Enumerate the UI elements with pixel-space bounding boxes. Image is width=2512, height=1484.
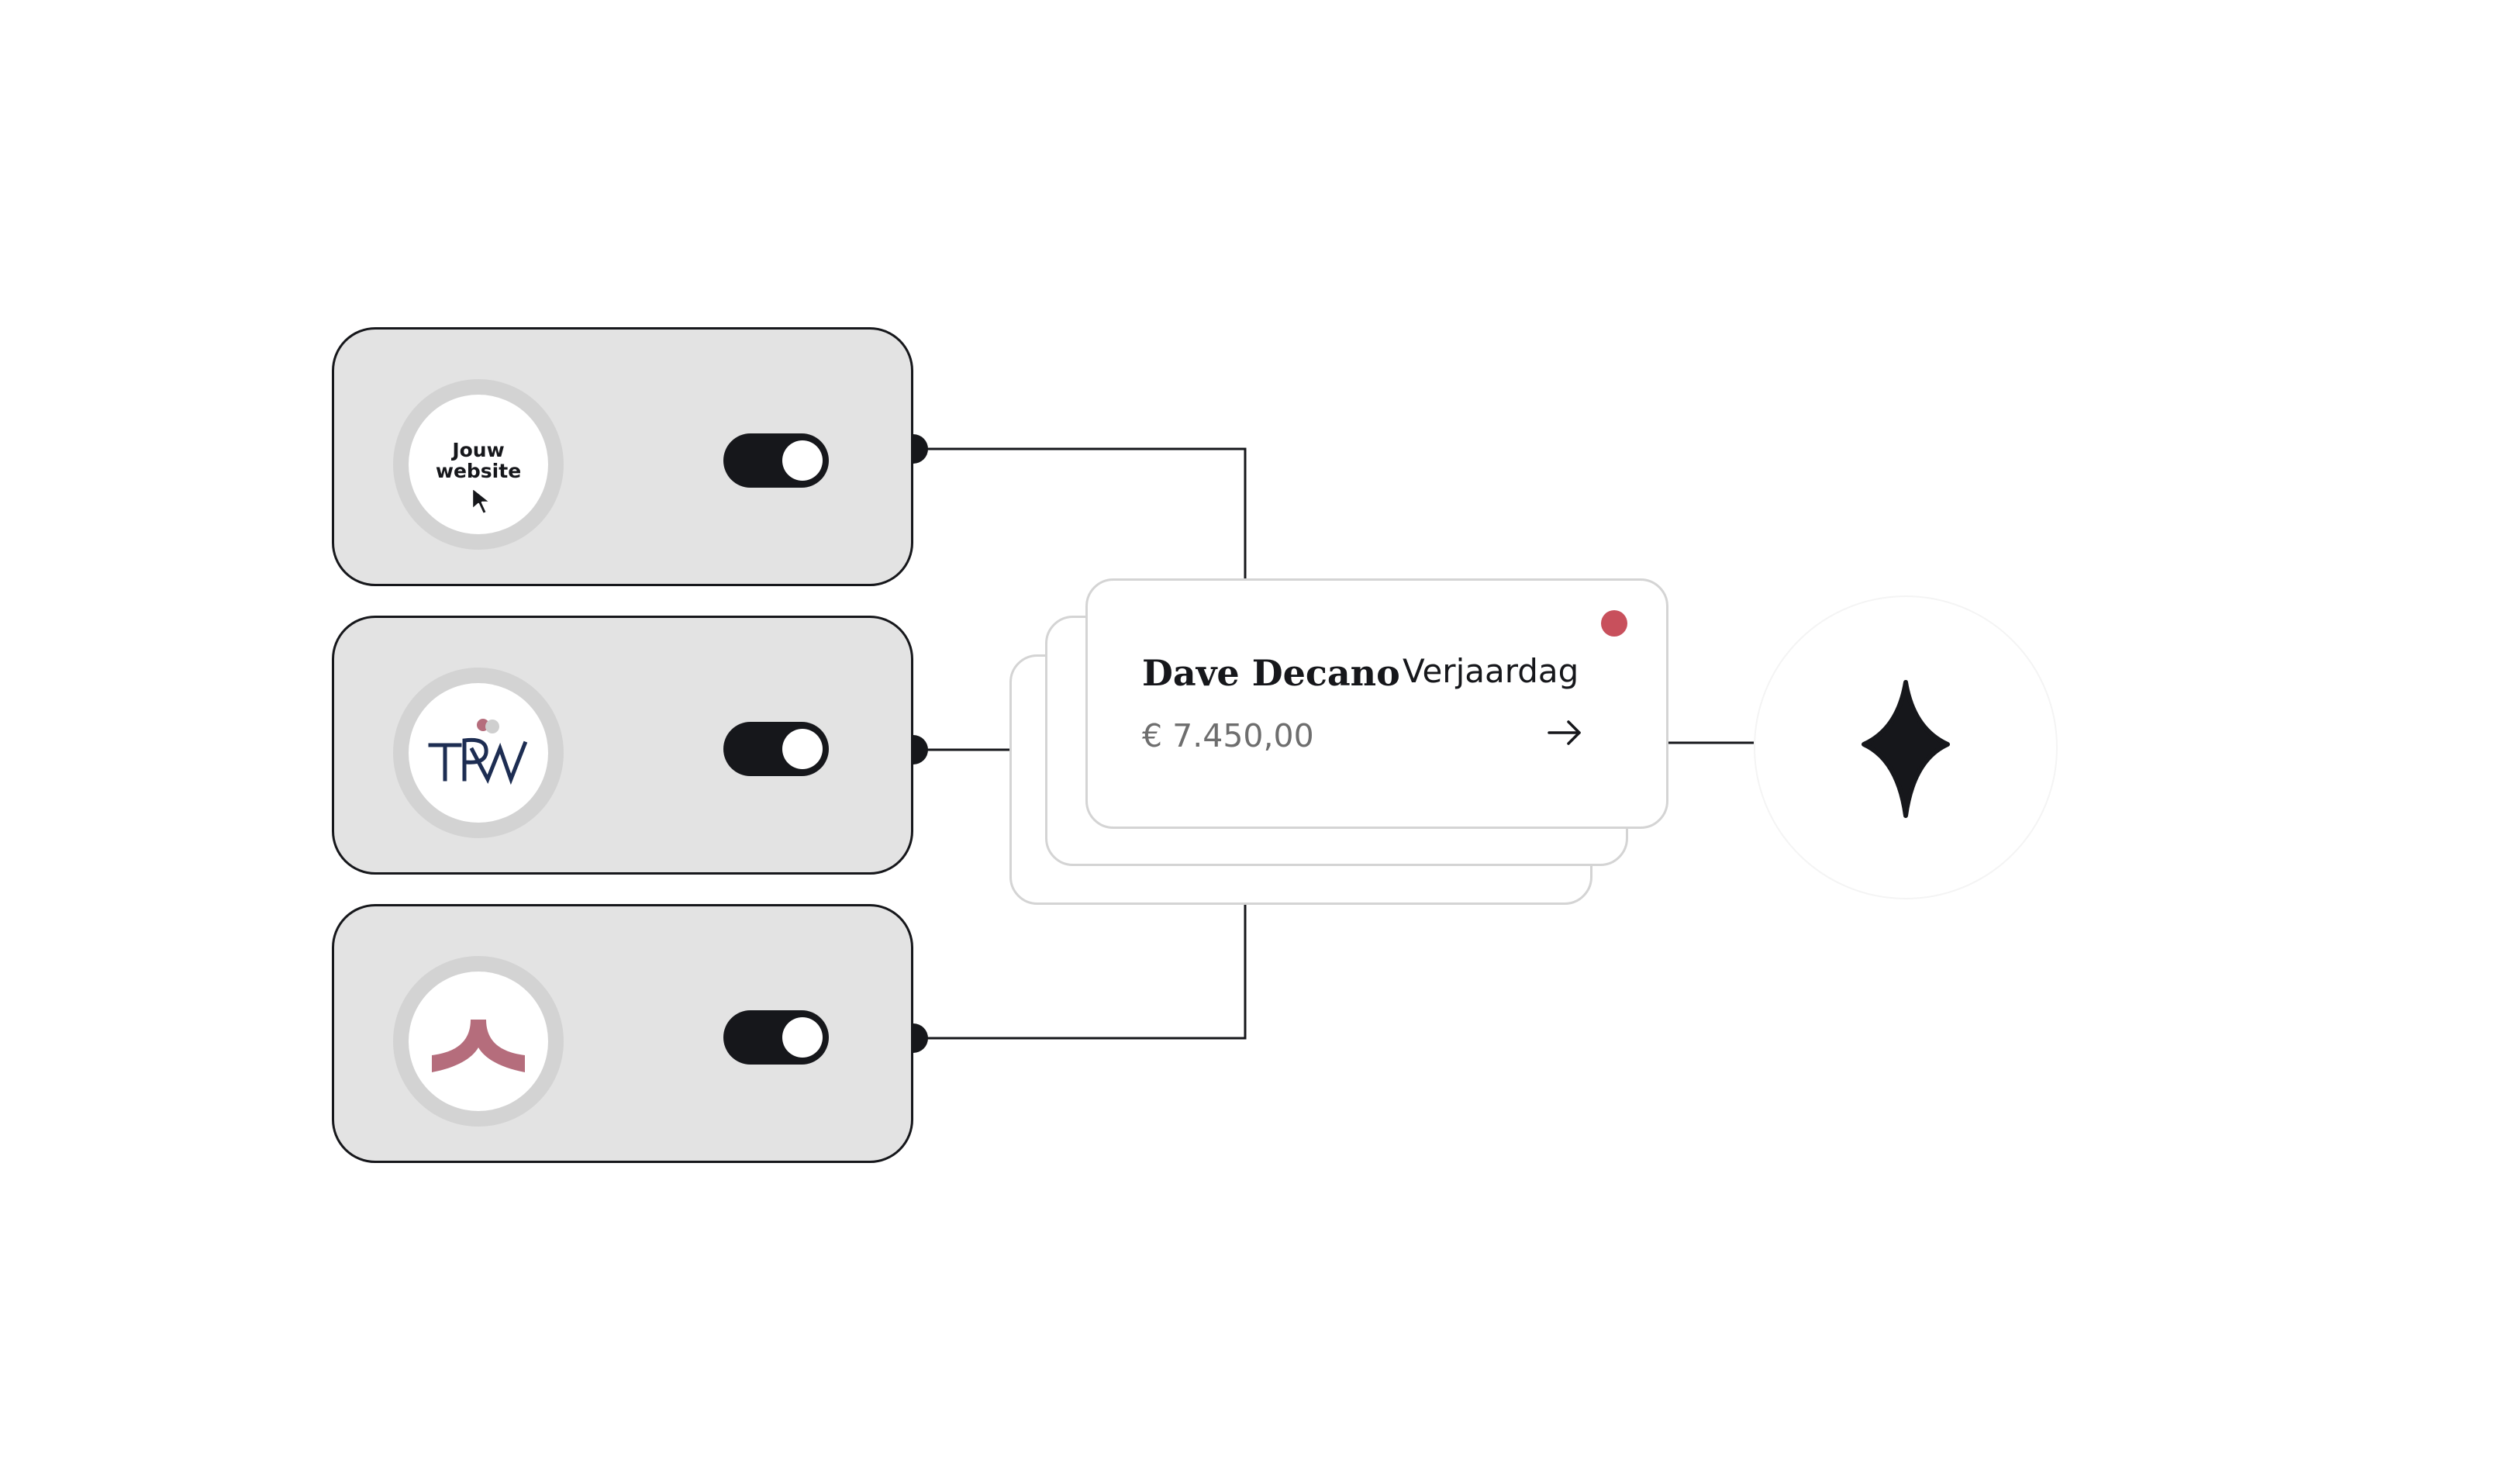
donor-name: Dave Decano xyxy=(1142,652,1400,694)
toggle-knob xyxy=(782,1017,823,1058)
website-logo-line1: Jouw xyxy=(452,439,505,461)
cursor-icon xyxy=(471,486,492,516)
website-logo: Jouw website xyxy=(409,395,548,534)
sparkle-icon xyxy=(1862,680,1950,818)
toggle-switch-tpw[interactable] xyxy=(723,722,829,776)
source-card-website: Jouw website xyxy=(332,327,913,586)
source-card-arc xyxy=(332,904,913,1163)
notification-dot xyxy=(1601,610,1627,637)
arc-logo-badge xyxy=(409,972,548,1111)
target-circle xyxy=(1754,595,2058,899)
donation-amount: € 7.450,00 xyxy=(1142,717,1314,754)
source-card-tpw xyxy=(332,616,913,875)
tpw-logo xyxy=(428,719,528,785)
source-logo-ring xyxy=(393,668,564,838)
source-logo-ring: Jouw website xyxy=(393,379,564,550)
tpw-logo-badge xyxy=(409,683,548,823)
toggle-switch-arc[interactable] xyxy=(723,1010,829,1065)
event-label: Verjaardag xyxy=(1403,652,1579,690)
arc-logo xyxy=(432,1020,525,1072)
toggle-knob xyxy=(782,440,823,481)
arrow-right-icon[interactable] xyxy=(1547,719,1582,747)
website-logo-line2: website xyxy=(435,460,522,482)
source-logo-ring xyxy=(393,956,564,1127)
connector-line-website xyxy=(913,447,1247,580)
connector-line-arc xyxy=(913,904,1247,1040)
donation-card[interactable]: Dave Decano Verjaardag € 7.450,00 xyxy=(1085,578,1668,829)
website-logo-text: Jouw website xyxy=(409,440,548,481)
toggle-switch-website[interactable] xyxy=(723,433,829,488)
toggle-knob xyxy=(782,729,823,769)
